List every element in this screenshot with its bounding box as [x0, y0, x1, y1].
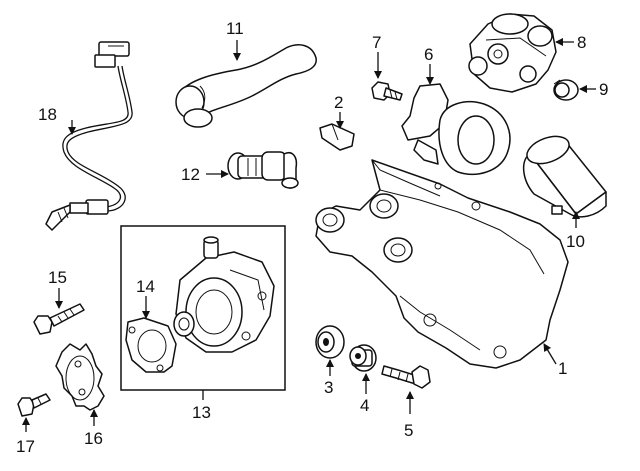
- pump-gasket: [125, 317, 177, 373]
- bolt: [33, 303, 85, 335]
- callout-8: 8: [577, 33, 586, 52]
- cap: [553, 79, 579, 101]
- callout-1: 1: [558, 359, 567, 378]
- plug: [319, 123, 355, 151]
- callout-3: 3: [324, 378, 333, 397]
- bolt: [17, 393, 51, 417]
- callout-18: 18: [38, 105, 57, 124]
- callout-13: 13: [192, 403, 211, 422]
- callout-7: 7: [372, 33, 381, 52]
- callout-11: 11: [226, 19, 244, 38]
- hose-fitting: [227, 151, 299, 189]
- exhaust-gas-sensor: [45, 41, 133, 231]
- callouts: 11 7 6 8 9 2 18 12 10 1 14 15 3 4 13 5 1…: [16, 19, 608, 456]
- coolant-hose: [175, 44, 317, 128]
- callout-10: 10: [566, 232, 585, 251]
- bolt: [381, 365, 431, 389]
- callout-4: 4: [360, 396, 369, 415]
- callout-16: 16: [84, 429, 103, 448]
- callout-12: 12: [181, 165, 200, 184]
- callout-15: 15: [48, 268, 67, 287]
- sprocket: [55, 343, 105, 411]
- callout-6: 6: [424, 45, 433, 64]
- bracket-housing: [315, 159, 569, 369]
- bolt: [371, 81, 403, 101]
- bracket: [401, 83, 511, 176]
- leader-lines: [22, 38, 596, 432]
- callout-2: 2: [334, 93, 343, 112]
- callout-5: 5: [404, 421, 413, 440]
- callout-17: 17: [16, 437, 35, 456]
- leader-1: [543, 343, 557, 365]
- vacuum-pump: [173, 236, 275, 353]
- filter-canister: [522, 135, 607, 218]
- callout-9: 9: [599, 80, 608, 99]
- pump-unit: [468, 13, 557, 93]
- grommet: [315, 325, 345, 359]
- bushing: [349, 344, 377, 372]
- callout-14: 14: [136, 277, 155, 296]
